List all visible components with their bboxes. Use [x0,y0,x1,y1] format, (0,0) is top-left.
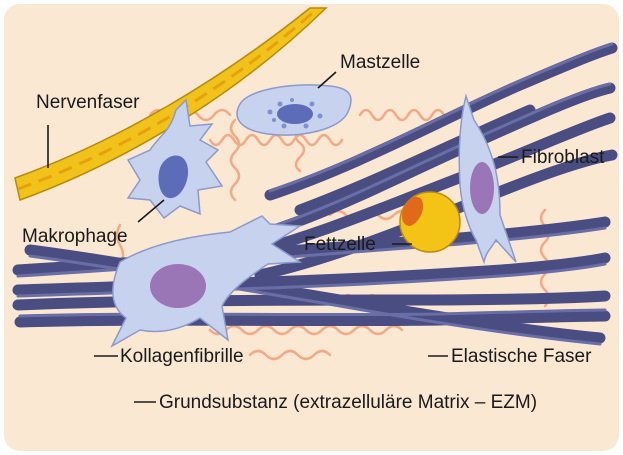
label-nerve-fiber: Nervenfaser [36,92,140,113]
label-macrophage: Makrophage [22,226,128,247]
fat-cell [400,192,460,252]
label-collagen-fibril: Kollagenfibrille [120,346,244,367]
label-fibroblast: Fibroblast [521,147,605,168]
label-elastic-fiber: Elastische Faser [451,346,592,367]
label-ground-substance: Grundsubstanz (extrazelluläre Matrix – E… [159,392,537,413]
label-mast-cell: Mastzelle [340,52,420,73]
label-fat-cell: Fettzelle [304,234,376,255]
